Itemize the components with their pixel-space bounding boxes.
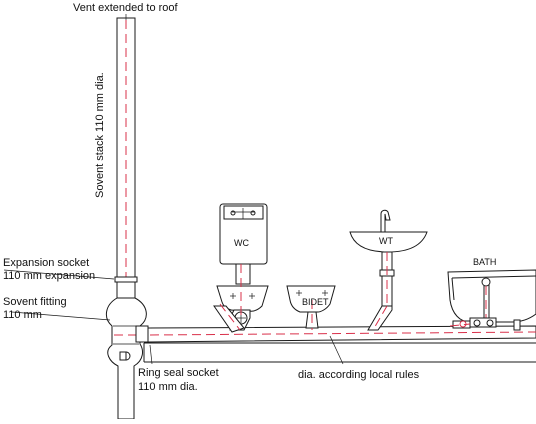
sovent-stack [105,17,147,420]
label-expansion-2: 110 mm expansion [3,270,95,282]
label-vent: Vent extended to roof [73,2,179,14]
leader-lines [3,14,344,365]
bidet-fixture [286,285,336,330]
expansion-socket [114,276,138,283]
label-wc: WC [234,238,249,248]
label-ring-seal-2: 110 mm dia. [138,381,198,393]
label-sovent-stack: Sovent stack 110 mm dia. [94,72,106,198]
ring-seal-socket [135,325,149,343]
main-drain [135,325,536,363]
label-ring-seal-1: Ring seal socket [138,367,219,379]
label-sovent-fitting-2: 110 mm [3,309,42,321]
label-bath: BATH [473,257,496,267]
label-dia: dia. according local rules [298,369,420,381]
wc-fixture [213,203,269,333]
label-expansion-1: Expansion socket [3,257,89,269]
bath-fixture [447,269,536,331]
label-bidet: BIDET [302,297,329,307]
label-sovent-fitting-1: Sovent fitting [3,296,67,308]
label-wt: WT [379,236,393,246]
washbasin-fixture [349,209,428,331]
